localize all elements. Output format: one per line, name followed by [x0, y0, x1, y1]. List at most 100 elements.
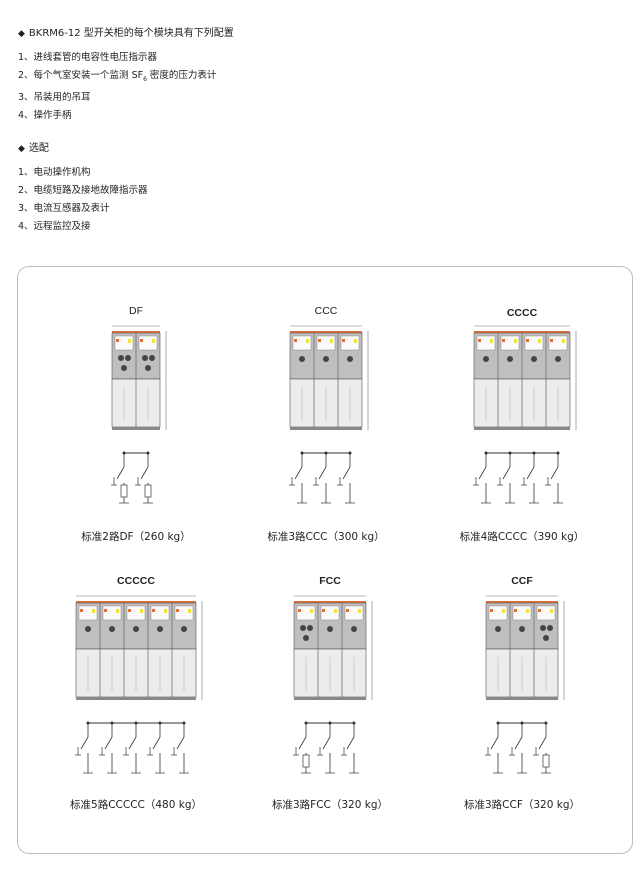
gauge-icon	[543, 635, 549, 641]
switch-blade	[140, 466, 149, 480]
gauge-icon	[85, 626, 91, 632]
indicator	[80, 609, 83, 612]
switch-blade	[176, 736, 185, 750]
fuse-symbol	[302, 754, 310, 768]
switch-blade	[318, 466, 327, 480]
gauge-icon	[483, 356, 489, 362]
cabinet-base	[294, 697, 366, 700]
busbar-strip	[290, 331, 362, 333]
indicator	[334, 609, 337, 613]
busbar-strip	[112, 331, 160, 333]
unit-caption: 标准3路CCC（300 kg）	[267, 531, 385, 543]
cabinet-drawing	[111, 325, 167, 504]
indicator	[128, 609, 131, 612]
busbar-strip	[76, 601, 196, 603]
indicator	[152, 609, 155, 612]
cabinet-base	[290, 427, 362, 430]
switch-blade	[478, 466, 487, 480]
cabinet-drawing	[75, 595, 203, 774]
indicator	[330, 339, 333, 343]
gauge-icon	[109, 626, 115, 632]
indicator	[514, 339, 517, 343]
options-heading: ◆选配	[18, 143, 49, 154]
gauge-icon	[157, 626, 163, 632]
switch-blade	[342, 466, 351, 480]
cabinet-base	[486, 697, 558, 700]
indicator	[188, 609, 191, 613]
switch-blade	[490, 736, 499, 750]
diamond-bullet-icon: ◆	[18, 144, 25, 154]
indicator	[490, 609, 493, 612]
gauge-icon	[118, 355, 124, 361]
switch-blade	[128, 736, 137, 750]
unit-code: CCF	[511, 575, 533, 587]
unit-code: CCC	[314, 305, 338, 317]
indicator	[478, 339, 481, 342]
gauge-icon	[303, 635, 309, 641]
indicator	[116, 339, 119, 342]
switch-blade	[514, 736, 523, 750]
sf6-subscript: 6	[143, 75, 147, 83]
indicator	[140, 339, 143, 342]
indicator	[346, 609, 349, 612]
unit-caption: 标准3路FCC（320 kg）	[271, 799, 388, 811]
config-section: ◆BKRM6-12 型开关柜的每个模块具有下列配置 1、进线套管的电容性电压指示…	[18, 25, 234, 125]
config-item: 4、操作手柄	[18, 109, 72, 121]
switch-blade	[322, 736, 331, 750]
unit-code: CCCCC	[117, 575, 155, 587]
gauge-icon	[555, 356, 561, 362]
indicator	[526, 609, 529, 613]
indicator	[164, 609, 167, 613]
gauge-icon	[323, 356, 329, 362]
switch-blade	[298, 736, 307, 750]
indicator	[310, 609, 313, 613]
gauge-icon	[145, 365, 151, 371]
gauge-icon	[495, 626, 501, 632]
indicator	[128, 339, 131, 343]
indicator	[318, 339, 321, 342]
cabinet-drawing	[485, 595, 565, 774]
diamond-bullet-icon: ◆	[18, 29, 25, 39]
gauge-icon	[327, 626, 333, 632]
fuse-symbol	[542, 754, 550, 768]
unit-code: FCC	[319, 575, 341, 587]
gauge-icon	[307, 625, 313, 631]
switch-blade	[80, 736, 89, 750]
option-item: 2、电缆短路及接地故障指示器	[18, 185, 148, 196]
indicator	[92, 609, 95, 613]
unit-caption: 标准4路CCCC（390 kg）	[459, 531, 585, 543]
config-heading: ◆BKRM6-12 型开关柜的每个模块具有下列配置	[18, 28, 234, 39]
indicator	[490, 339, 493, 343]
gauge-icon	[347, 356, 353, 362]
gauge-icon	[507, 356, 513, 362]
unit-caption: 标准2路DF（260 kg）	[81, 531, 191, 543]
config-item: 2、每个气室安装一个监测 SF6 密度的压力表计	[18, 70, 217, 83]
indicator	[550, 609, 553, 613]
indicator	[342, 339, 345, 342]
switchgear-panel: DF 标准2路DF（260 kg） CCC 标准3路CCC（300 kg） CC…	[17, 266, 633, 854]
indicator	[358, 609, 361, 613]
indicator	[514, 609, 517, 612]
busbar-strip	[486, 601, 558, 603]
cabinet-drawing	[293, 595, 373, 774]
indicator	[294, 339, 297, 342]
gauge-icon	[547, 625, 553, 631]
indicator	[152, 339, 155, 343]
gauge-icon	[133, 626, 139, 632]
busbar-strip	[294, 601, 366, 603]
gauge-icon	[149, 355, 155, 361]
switch-blade	[526, 466, 535, 480]
options-section: ◆选配 1、电动操作机构 2、电缆短路及接地故障指示器 3、电流互感器及表计 4…	[18, 140, 148, 236]
cabinet-drawing	[473, 325, 577, 504]
indicator	[526, 339, 529, 342]
unit-code: DF	[129, 305, 143, 317]
cabinet-base	[76, 697, 196, 700]
indicator	[354, 339, 357, 343]
indicator	[502, 339, 505, 342]
fuse-symbol	[144, 484, 152, 498]
option-item: 4、远程监控及接	[18, 221, 91, 232]
config-item: 1、进线套管的电容性电压指示器	[18, 52, 158, 63]
switch-blade	[538, 736, 547, 750]
gauge-icon	[142, 355, 148, 361]
indicator	[538, 339, 541, 343]
